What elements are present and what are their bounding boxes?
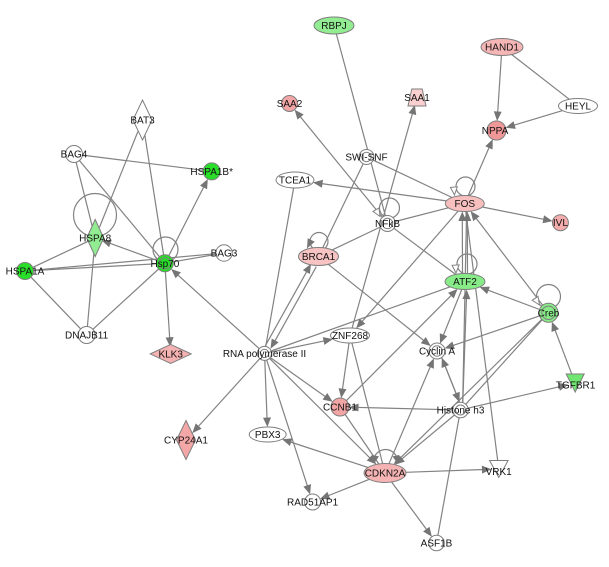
svg-text:HSPA1B*: HSPA1B* xyxy=(190,167,233,178)
svg-text:Histone h3: Histone h3 xyxy=(437,406,485,417)
svg-text:RAD51AP1: RAD51AP1 xyxy=(287,498,339,509)
svg-text:Creb: Creb xyxy=(538,308,560,319)
svg-text:HAND1: HAND1 xyxy=(485,43,519,54)
svg-text:HSPA8: HSPA8 xyxy=(79,234,111,245)
svg-text:HEYL: HEYL xyxy=(565,102,592,113)
svg-text:ZNF268: ZNF268 xyxy=(332,331,369,342)
svg-text:RNA polymerase II: RNA polymerase II xyxy=(223,349,306,360)
svg-text:PBX3: PBX3 xyxy=(255,430,281,441)
svg-text:BAT3: BAT3 xyxy=(130,116,155,127)
svg-text:DNAJB11: DNAJB11 xyxy=(65,331,109,342)
svg-text:SWI-SNF: SWI-SNF xyxy=(345,153,387,164)
svg-text:SAA2: SAA2 xyxy=(277,99,303,110)
svg-text:TGFBR1: TGFBR1 xyxy=(556,381,596,392)
svg-text:HSPA1A: HSPA1A xyxy=(6,267,45,278)
svg-text:CYP24A1: CYP24A1 xyxy=(164,436,208,447)
svg-text:RBPJ: RBPJ xyxy=(321,21,347,32)
svg-text:ATF2: ATF2 xyxy=(453,277,477,288)
svg-text:CCNB1: CCNB1 xyxy=(323,403,357,414)
svg-text:FOS: FOS xyxy=(455,199,476,210)
svg-text:NPPA: NPPA xyxy=(482,126,509,137)
svg-text:CDKN2A: CDKN2A xyxy=(365,469,406,480)
svg-text:BAG4: BAG4 xyxy=(61,150,88,161)
svg-text:KLK3: KLK3 xyxy=(158,349,183,360)
svg-text:BRCA1: BRCA1 xyxy=(302,252,336,263)
svg-text:ASF1B: ASF1B xyxy=(421,539,453,550)
svg-text:TCEA1: TCEA1 xyxy=(279,176,312,187)
svg-text:VRK1: VRK1 xyxy=(486,467,513,478)
svg-text:NFkB: NFkB xyxy=(375,219,400,230)
svg-text:IVL: IVL xyxy=(553,218,568,229)
svg-text:Cyclin A: Cyclin A xyxy=(419,347,455,358)
svg-text:BAG3: BAG3 xyxy=(211,249,238,260)
svg-text:Hsp70: Hsp70 xyxy=(150,259,179,270)
svg-text:SAA1: SAA1 xyxy=(404,93,430,104)
